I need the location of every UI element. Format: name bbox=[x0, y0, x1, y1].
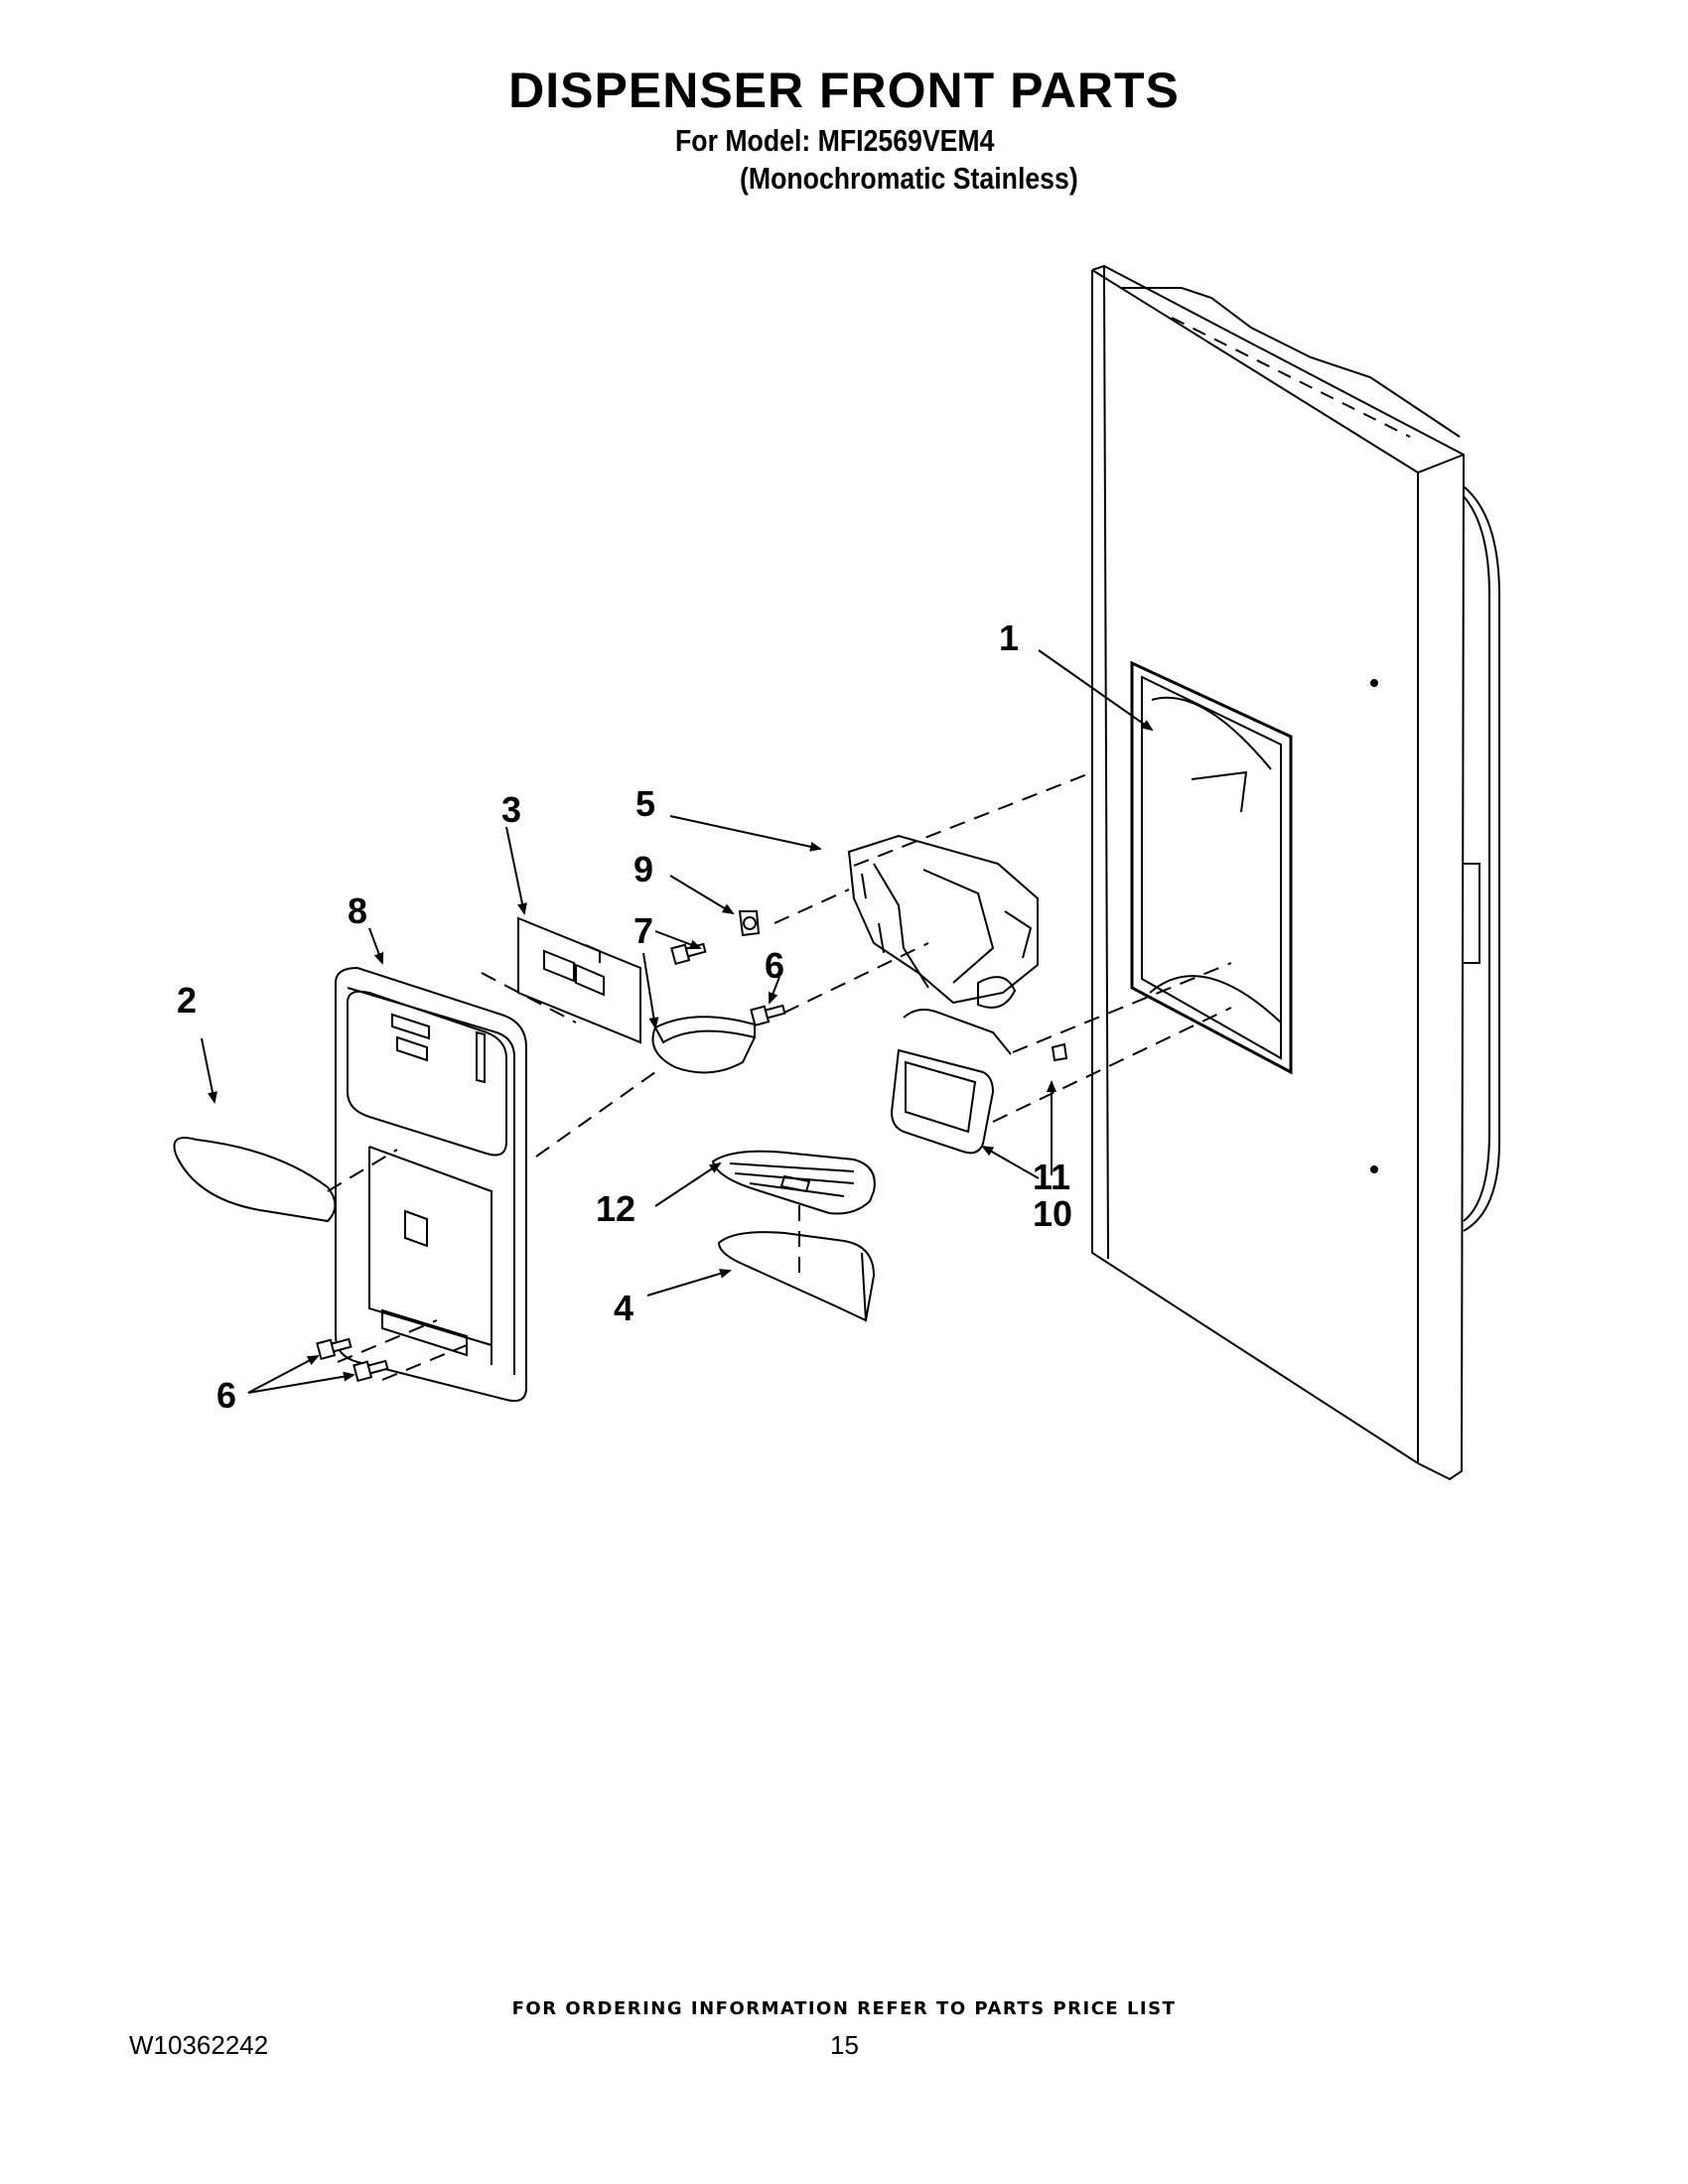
spring bbox=[1051, 1042, 1068, 1062]
model-number: For Model: MFI2569VEM4 bbox=[675, 123, 995, 158]
page-title: DISPENSER FRONT PARTS bbox=[508, 63, 1180, 118]
document-number: W10362242 bbox=[129, 2030, 269, 2060]
callout-1: 1 bbox=[999, 617, 1019, 658]
callout-10: 10 bbox=[1033, 1193, 1072, 1234]
dispenser-paddle bbox=[890, 1008, 1012, 1155]
callout-12: 12 bbox=[596, 1188, 635, 1229]
assembly-lines bbox=[327, 773, 1232, 1381]
callout-8: 8 bbox=[348, 890, 367, 931]
callout-9: 9 bbox=[633, 849, 653, 889]
callout-6-upper: 6 bbox=[765, 945, 784, 986]
callout-6-lower: 6 bbox=[216, 1375, 236, 1416]
callout-3: 3 bbox=[501, 789, 521, 830]
page-number: 15 bbox=[830, 2030, 859, 2060]
callout-5: 5 bbox=[635, 783, 655, 824]
light-cover bbox=[651, 1016, 756, 1074]
clip bbox=[738, 910, 761, 937]
callout-11: 11 bbox=[1033, 1157, 1070, 1197]
dispenser-mechanism bbox=[847, 834, 1039, 1009]
leader-arrows bbox=[201, 649, 1154, 1394]
dispenser-lens bbox=[173, 1137, 337, 1223]
callout-7: 7 bbox=[633, 910, 653, 951]
callout-4: 4 bbox=[614, 1288, 633, 1328]
ordering-note: FOR ORDERING INFORMATION REFER TO PARTS … bbox=[511, 1998, 1177, 2019]
control-board bbox=[517, 916, 641, 1044]
drip-tray-grille bbox=[711, 1150, 876, 1215]
drip-tray bbox=[717, 1231, 876, 1322]
dispenser-front-housing bbox=[335, 966, 527, 1403]
callout-2: 2 bbox=[177, 980, 197, 1021]
door-panel bbox=[1091, 264, 1500, 1481]
model-finish: (Monochromatic Stainless) bbox=[740, 161, 1078, 196]
